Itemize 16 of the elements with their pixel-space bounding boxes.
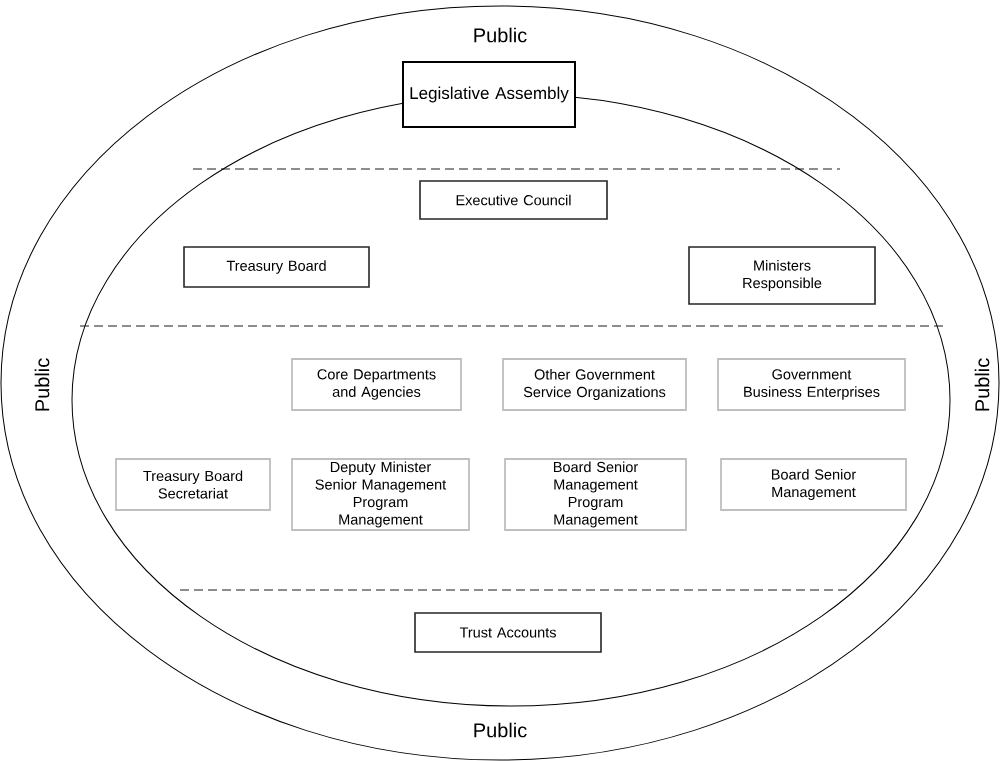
org-box: Treasury Board Secretariat (115, 458, 271, 511)
org-box: Trust Accounts (414, 612, 602, 653)
org-box: Ministers Responsible (688, 246, 876, 305)
org-box: Legislative Assembly (402, 61, 576, 128)
org-box: Treasury Board (183, 246, 370, 288)
org-box: Executive Council (419, 180, 608, 220)
org-box: Deputy Minister Senior Management Program Management (291, 458, 470, 531)
org-box: Board Senior Management Program Management (504, 458, 687, 531)
ring-label: Public (34, 358, 50, 411)
ring-label: Public (474, 27, 527, 43)
org-box: Government Business Enterprises (717, 358, 906, 411)
ring-label: Public (974, 358, 990, 411)
org-box: Board Senior Management (720, 458, 907, 511)
ring-label: Public (474, 722, 527, 738)
org-box: Other Government Service Organizations (502, 358, 687, 411)
org-box: Core Departments and Agencies (291, 358, 462, 411)
